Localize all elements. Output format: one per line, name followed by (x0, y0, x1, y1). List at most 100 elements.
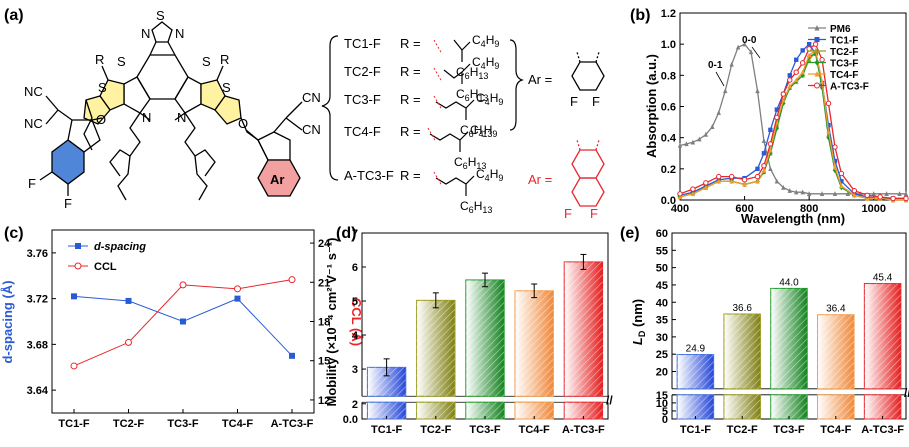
data-point-dspacing (71, 293, 77, 300)
data-point-tc4-f (832, 164, 838, 170)
y-axis-title-e: LD (nm) (630, 299, 647, 345)
data-point-tc4-f (729, 178, 734, 184)
c4-h: H (490, 167, 499, 181)
chain-c4h9-label: C4H9 (476, 167, 503, 183)
data-point-dspacing (289, 352, 295, 359)
data-point-a-tc3-f (819, 57, 825, 63)
c4-sub: 4 (481, 61, 486, 71)
attachment-point-mark (433, 95, 443, 111)
data-point-a-tc3-f (761, 163, 767, 169)
panel-e-diffusion: (e) 24.9TC1-F36.6TC2-F44.0TC3-F36.4TC4-F… (620, 225, 909, 436)
y-tick-label-b: 0.8 (661, 70, 676, 82)
annotation-00: 0-0 (742, 35, 757, 46)
y-tick-label-c-right: 21 (318, 277, 330, 289)
chain-c4h9-label: C4H9 (472, 33, 499, 49)
atom-f-left-1: F (28, 176, 36, 191)
bar-lower-hatch-tc1-f (677, 394, 714, 419)
data-point-a-tc3-f (832, 144, 838, 150)
atom-f-left-2: F (64, 196, 72, 211)
c4-c: C (476, 91, 485, 105)
bar-hatch-tc3-f (465, 279, 505, 397)
atom-s-thiadiazole: S (156, 8, 165, 23)
c6-h: H (470, 87, 479, 101)
c4-c: C (472, 55, 481, 69)
chain-c4h9-label: C4H9 (470, 123, 497, 139)
data-point-pm6 (871, 191, 876, 196)
legend-label-tc1-f: TC1-F (830, 36, 858, 47)
bar-lower-hatch-tc3-f (465, 402, 505, 419)
ar-naphthalene (571, 139, 605, 207)
data-label: 45.4 (873, 273, 893, 284)
bar-hatch-a-tc3-f (564, 261, 603, 397)
data-point-tc3-f (781, 100, 786, 107)
x-tick-label-c: TC1-F (58, 418, 89, 430)
branch-bond-up (465, 175, 475, 185)
y-tick-label-b: 1.2 (661, 8, 676, 20)
alkyl-chain-bond (429, 133, 461, 141)
atom-s-right-1: S (202, 54, 211, 69)
data-point-pm6 (800, 189, 805, 195)
y-tick-label-upper: 30 (656, 332, 668, 344)
data-point-a-tc3-f (690, 186, 696, 192)
data-point-tc1-f (768, 127, 773, 133)
x-tick-label-b: 400 (671, 203, 689, 215)
series-group-b (677, 41, 909, 203)
legend-label-pm6: PM6 (830, 24, 851, 35)
y-tick-label-lower: 0 (662, 414, 668, 426)
data-point-pm6 (903, 191, 909, 196)
data-label: 36.4 (826, 304, 846, 315)
y-tick-label-b: 0.4 (661, 133, 677, 145)
data-point-pm6 (794, 189, 799, 195)
data-point-pm6 (897, 191, 902, 196)
c6-hsub: 13 (482, 129, 492, 139)
x-tick-label: TC3-F (773, 424, 804, 436)
atom-n-pyrrole-right: N (177, 110, 186, 125)
data-point-pm6 (806, 191, 812, 196)
molecule-name-tc2-f: TC2-F (344, 64, 381, 79)
data-point-tc4-f (806, 52, 812, 58)
data-point-a-tc3-f (716, 173, 722, 180)
c4-hsub: 9 (494, 61, 499, 71)
x-tick-label: A-TC3-F (861, 424, 904, 436)
y-tick-label-c-right: 18 (318, 317, 330, 329)
bar-hatch-tc3-f (770, 288, 808, 389)
y-tick-label-upper: 35 (656, 315, 668, 327)
data-label: 44.0 (779, 277, 799, 288)
data-point-a-tc3-f (741, 177, 748, 183)
data-point-a-tc3-f (774, 114, 780, 121)
c6-c: C (454, 155, 463, 169)
panel-label-d: (d) (336, 225, 356, 242)
y-axis-title-c-right: CCL (Å) (349, 298, 364, 346)
bar-lower-hatch-tc2-f (416, 402, 455, 419)
c6-sub: 6 (465, 93, 470, 103)
data-point-tc4-f (781, 97, 786, 103)
data-point-pm6 (819, 191, 825, 196)
data-point-tc4-f (826, 128, 831, 134)
alkyl-chain-bond (435, 177, 467, 185)
data-point-ccl (70, 362, 78, 370)
x-tick-label-c: A-TC3-F (271, 418, 314, 430)
annotation-00-pointer (751, 46, 761, 59)
y-tick-label-b: 0.6 (661, 102, 676, 114)
axis-break-gap (668, 388, 909, 395)
legend-label-tc3-f: TC3-F (830, 59, 858, 70)
c6-sub: 6 (463, 161, 468, 171)
x-tick-label-b: 800 (800, 203, 818, 215)
data-point-a-tc3-f (754, 173, 761, 180)
c6-sub: 6 (469, 129, 474, 139)
central-benzene (136, 54, 189, 100)
y-tick-label-upper: 25 (656, 349, 668, 361)
data-point-tc4-f (852, 192, 857, 198)
y-axis-title-e-sub: D (637, 330, 647, 337)
atom-s-left-1: S (117, 54, 126, 69)
left-difluorobenzene (51, 139, 85, 185)
data-point-pm6 (787, 187, 792, 193)
panel-a-structures: (a) (4, 7, 605, 221)
thiadiazole-ring (151, 21, 173, 43)
atom-o-right: O (238, 116, 248, 131)
data-point-tc3-f (768, 150, 773, 156)
